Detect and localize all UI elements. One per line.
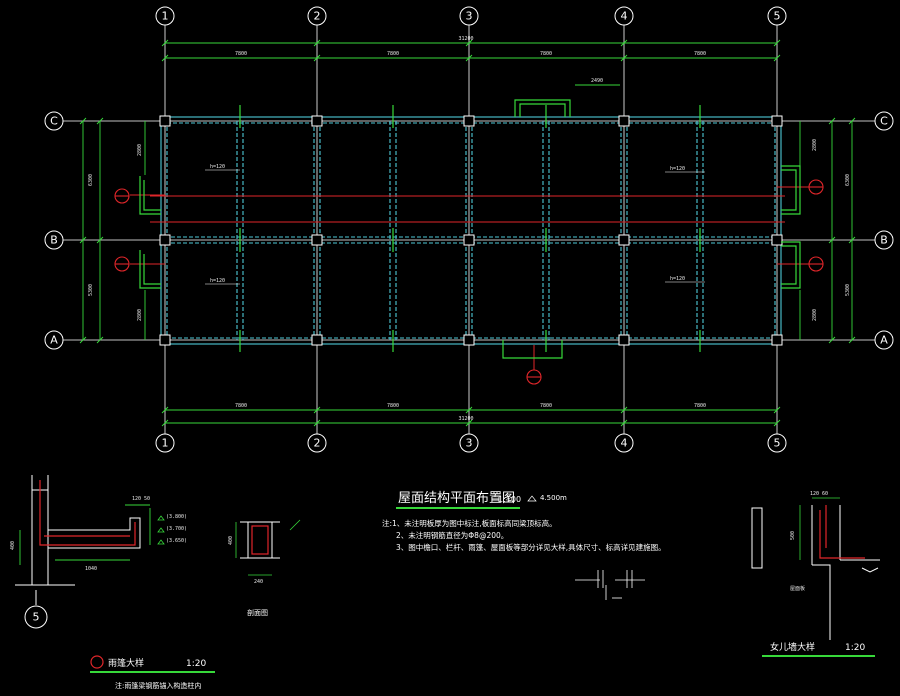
grid-label-3-top: 3 bbox=[466, 10, 473, 23]
canopy-detail-marker: 5 bbox=[33, 611, 40, 624]
slab-callout-2: h=120 bbox=[670, 166, 685, 172]
rebar-ticks bbox=[239, 105, 701, 352]
slab-callout-1: h=120 bbox=[210, 164, 225, 170]
dim-top-span-2: 7800 bbox=[387, 51, 399, 57]
slab-callouts: h=120 h=120 h=120 h=120 bbox=[205, 164, 705, 285]
grid-axis-lines bbox=[63, 25, 875, 434]
plan-title-block: 屋面结构平面布置图 1:100 4.500m 注:1、未注明板厚为图中标注,板面… bbox=[382, 491, 666, 552]
dim-top-span-1: 7800 bbox=[235, 51, 247, 57]
dim-top-span-4: 7800 bbox=[694, 51, 706, 57]
slab-callout-3: h=120 bbox=[210, 278, 225, 284]
grid-label-2-top: 2 bbox=[314, 10, 321, 23]
grid-label-5-bottom: 5 bbox=[774, 437, 781, 450]
canopy-elev-2: (3.700) bbox=[166, 526, 187, 532]
canopy-elev-1: (3.800) bbox=[166, 514, 187, 520]
section-markers bbox=[114, 179, 824, 385]
dimension-lines bbox=[79, 39, 856, 427]
parapet-dim-3: 屋面板 bbox=[790, 585, 805, 592]
plan-scale: 1:100 bbox=[498, 495, 521, 504]
parapet-detail-scale: 1:20 bbox=[845, 643, 865, 653]
column-section-detail: 400 240 剖面图 bbox=[228, 519, 301, 617]
dim-top-total: 31200 bbox=[458, 36, 473, 42]
canopy-detail-note: 注:雨篷梁钢筋锚入构造柱内 bbox=[115, 681, 201, 690]
canopy-dim-2: 400 bbox=[10, 541, 16, 550]
bottom-grid-markers: 1 2 3 4 5 bbox=[155, 433, 787, 453]
dim-bottom-total: 31200 bbox=[458, 416, 473, 422]
grid-label-A-left: A bbox=[50, 334, 58, 347]
grid-label-1-top: 1 bbox=[162, 10, 169, 23]
dim-left-span-1: 6300 bbox=[88, 174, 94, 186]
plan-elevation: 4.500m bbox=[540, 494, 567, 502]
left-grid-markers: C B A bbox=[44, 111, 64, 350]
parapet-detail-title: 女儿墙大样 bbox=[770, 641, 815, 653]
canopy-dim-1: 1040 bbox=[85, 566, 97, 572]
plan-title: 屋面结构平面布置图 bbox=[398, 491, 515, 506]
grid-label-5-top: 5 bbox=[774, 10, 781, 23]
grid-label-C-left: C bbox=[50, 115, 58, 128]
grid-label-B-left: B bbox=[50, 234, 58, 247]
beam-outline bbox=[160, 116, 782, 345]
column-dim-1: 400 bbox=[228, 536, 234, 545]
plan-note-3: 3、图中檐口、栏杆、雨篷、屋面板等部分详见大样,具体尺寸、标高详见建施图。 bbox=[396, 542, 666, 552]
dim-right-sub-2: 2800 bbox=[812, 309, 818, 321]
canopy-detail-scale: 1:20 bbox=[186, 659, 206, 669]
grid-label-3-bottom: 3 bbox=[466, 437, 473, 450]
canopy-dim-3: 120 50 bbox=[132, 496, 150, 502]
dim-top-span-3: 7800 bbox=[540, 51, 552, 57]
dim-left-sub-1: 2800 bbox=[137, 144, 143, 156]
column-section-title: 剖面图 bbox=[247, 608, 268, 617]
dim-bottom-span-1: 7800 bbox=[235, 403, 247, 409]
dim-right-span-1: 6300 bbox=[845, 174, 851, 186]
slab-callout-4: h=120 bbox=[670, 276, 685, 282]
dimension-texts: 31200 7800 7800 7800 7800 2490 7800 7800… bbox=[88, 36, 851, 422]
canopy-detail: 5 1040 400 120 50 (3.800) (3.700) (3.650… bbox=[10, 475, 215, 690]
grid-label-1-bottom: 1 bbox=[162, 437, 169, 450]
parapet-dim-1: 120 60 bbox=[810, 491, 828, 497]
grid-label-A-right: A bbox=[880, 334, 888, 347]
dim-right-span-2: 5300 bbox=[845, 284, 851, 296]
dim-bottom-span-2: 7800 bbox=[387, 403, 399, 409]
grid-label-4-top: 4 bbox=[621, 10, 628, 23]
dim-left-sub-2: 2800 bbox=[137, 309, 143, 321]
section-symbol-small bbox=[575, 570, 645, 600]
top-grid-markers: 1 2 3 4 5 bbox=[155, 6, 787, 26]
columns bbox=[159, 115, 783, 346]
beam-grid bbox=[165, 121, 777, 340]
dim-top-extra: 2490 bbox=[591, 78, 603, 84]
grid-label-2-bottom: 2 bbox=[314, 437, 321, 450]
canopy-detail-title: 雨篷大样 bbox=[108, 657, 144, 669]
canopy-outlines bbox=[139, 99, 801, 359]
column-dim-2: 240 bbox=[254, 579, 263, 585]
plan-note-1: 注:1、未注明板厚为图中标注,板面标高同梁顶标高。 bbox=[382, 518, 557, 528]
right-grid-markers: C B A bbox=[874, 111, 894, 350]
grid-label-C-right: C bbox=[880, 115, 888, 128]
canopy-elev-3: (3.650) bbox=[166, 538, 187, 544]
grid-label-B-right: B bbox=[880, 234, 888, 247]
dim-bottom-span-3: 7800 bbox=[540, 403, 552, 409]
parapet-detail: 120 60 500 屋面板 女儿墙大样 1:20 bbox=[751, 491, 880, 657]
dim-bottom-span-4: 7800 bbox=[694, 403, 706, 409]
dim-right-sub-1: 2800 bbox=[812, 139, 818, 151]
grid-label-4-bottom: 4 bbox=[621, 437, 628, 450]
plan-note-2: 2、未注明钢筋直径为Φ8@200。 bbox=[396, 530, 508, 540]
parapet-dim-2: 500 bbox=[790, 531, 796, 540]
dim-left-span-2: 5300 bbox=[88, 284, 94, 296]
